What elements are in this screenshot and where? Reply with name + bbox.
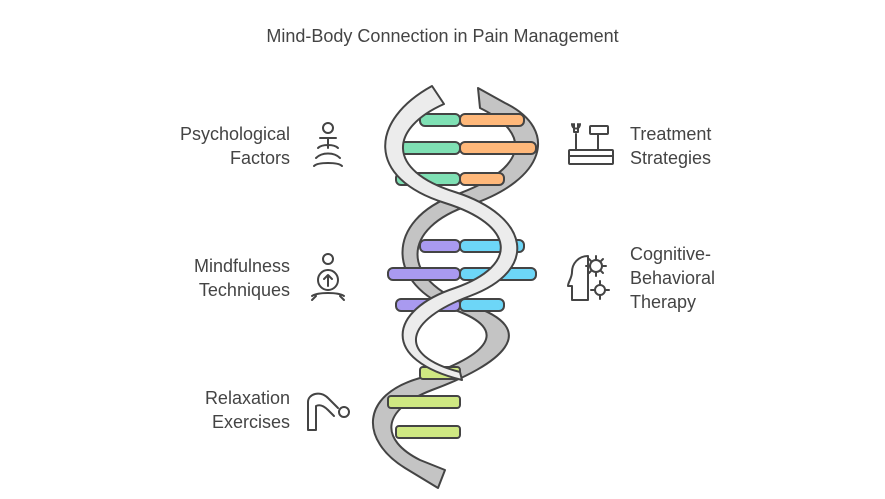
meditation-figure-icon [313,122,343,167]
mindful-person-icon [311,253,345,301]
rung-left-3c [395,425,461,439]
rung-right-1c [459,172,505,186]
rung-right-1a [459,113,525,127]
head-gears-icon [567,255,610,301]
rung-left-2b [387,267,461,281]
rung-right-2c [459,298,505,312]
front-strand [384,85,519,381]
back-strand [371,87,539,489]
stretching-person-icon [307,392,350,431]
diagram-title: Mind-Body Connection in Pain Management [266,26,619,46]
rung-left-2a [419,239,461,253]
rung-left-1a [419,113,461,127]
rung-right-1b [459,141,537,155]
rung-group-3 [387,366,461,439]
rung-left-3b [387,395,461,409]
toolbox-icon [568,123,614,165]
